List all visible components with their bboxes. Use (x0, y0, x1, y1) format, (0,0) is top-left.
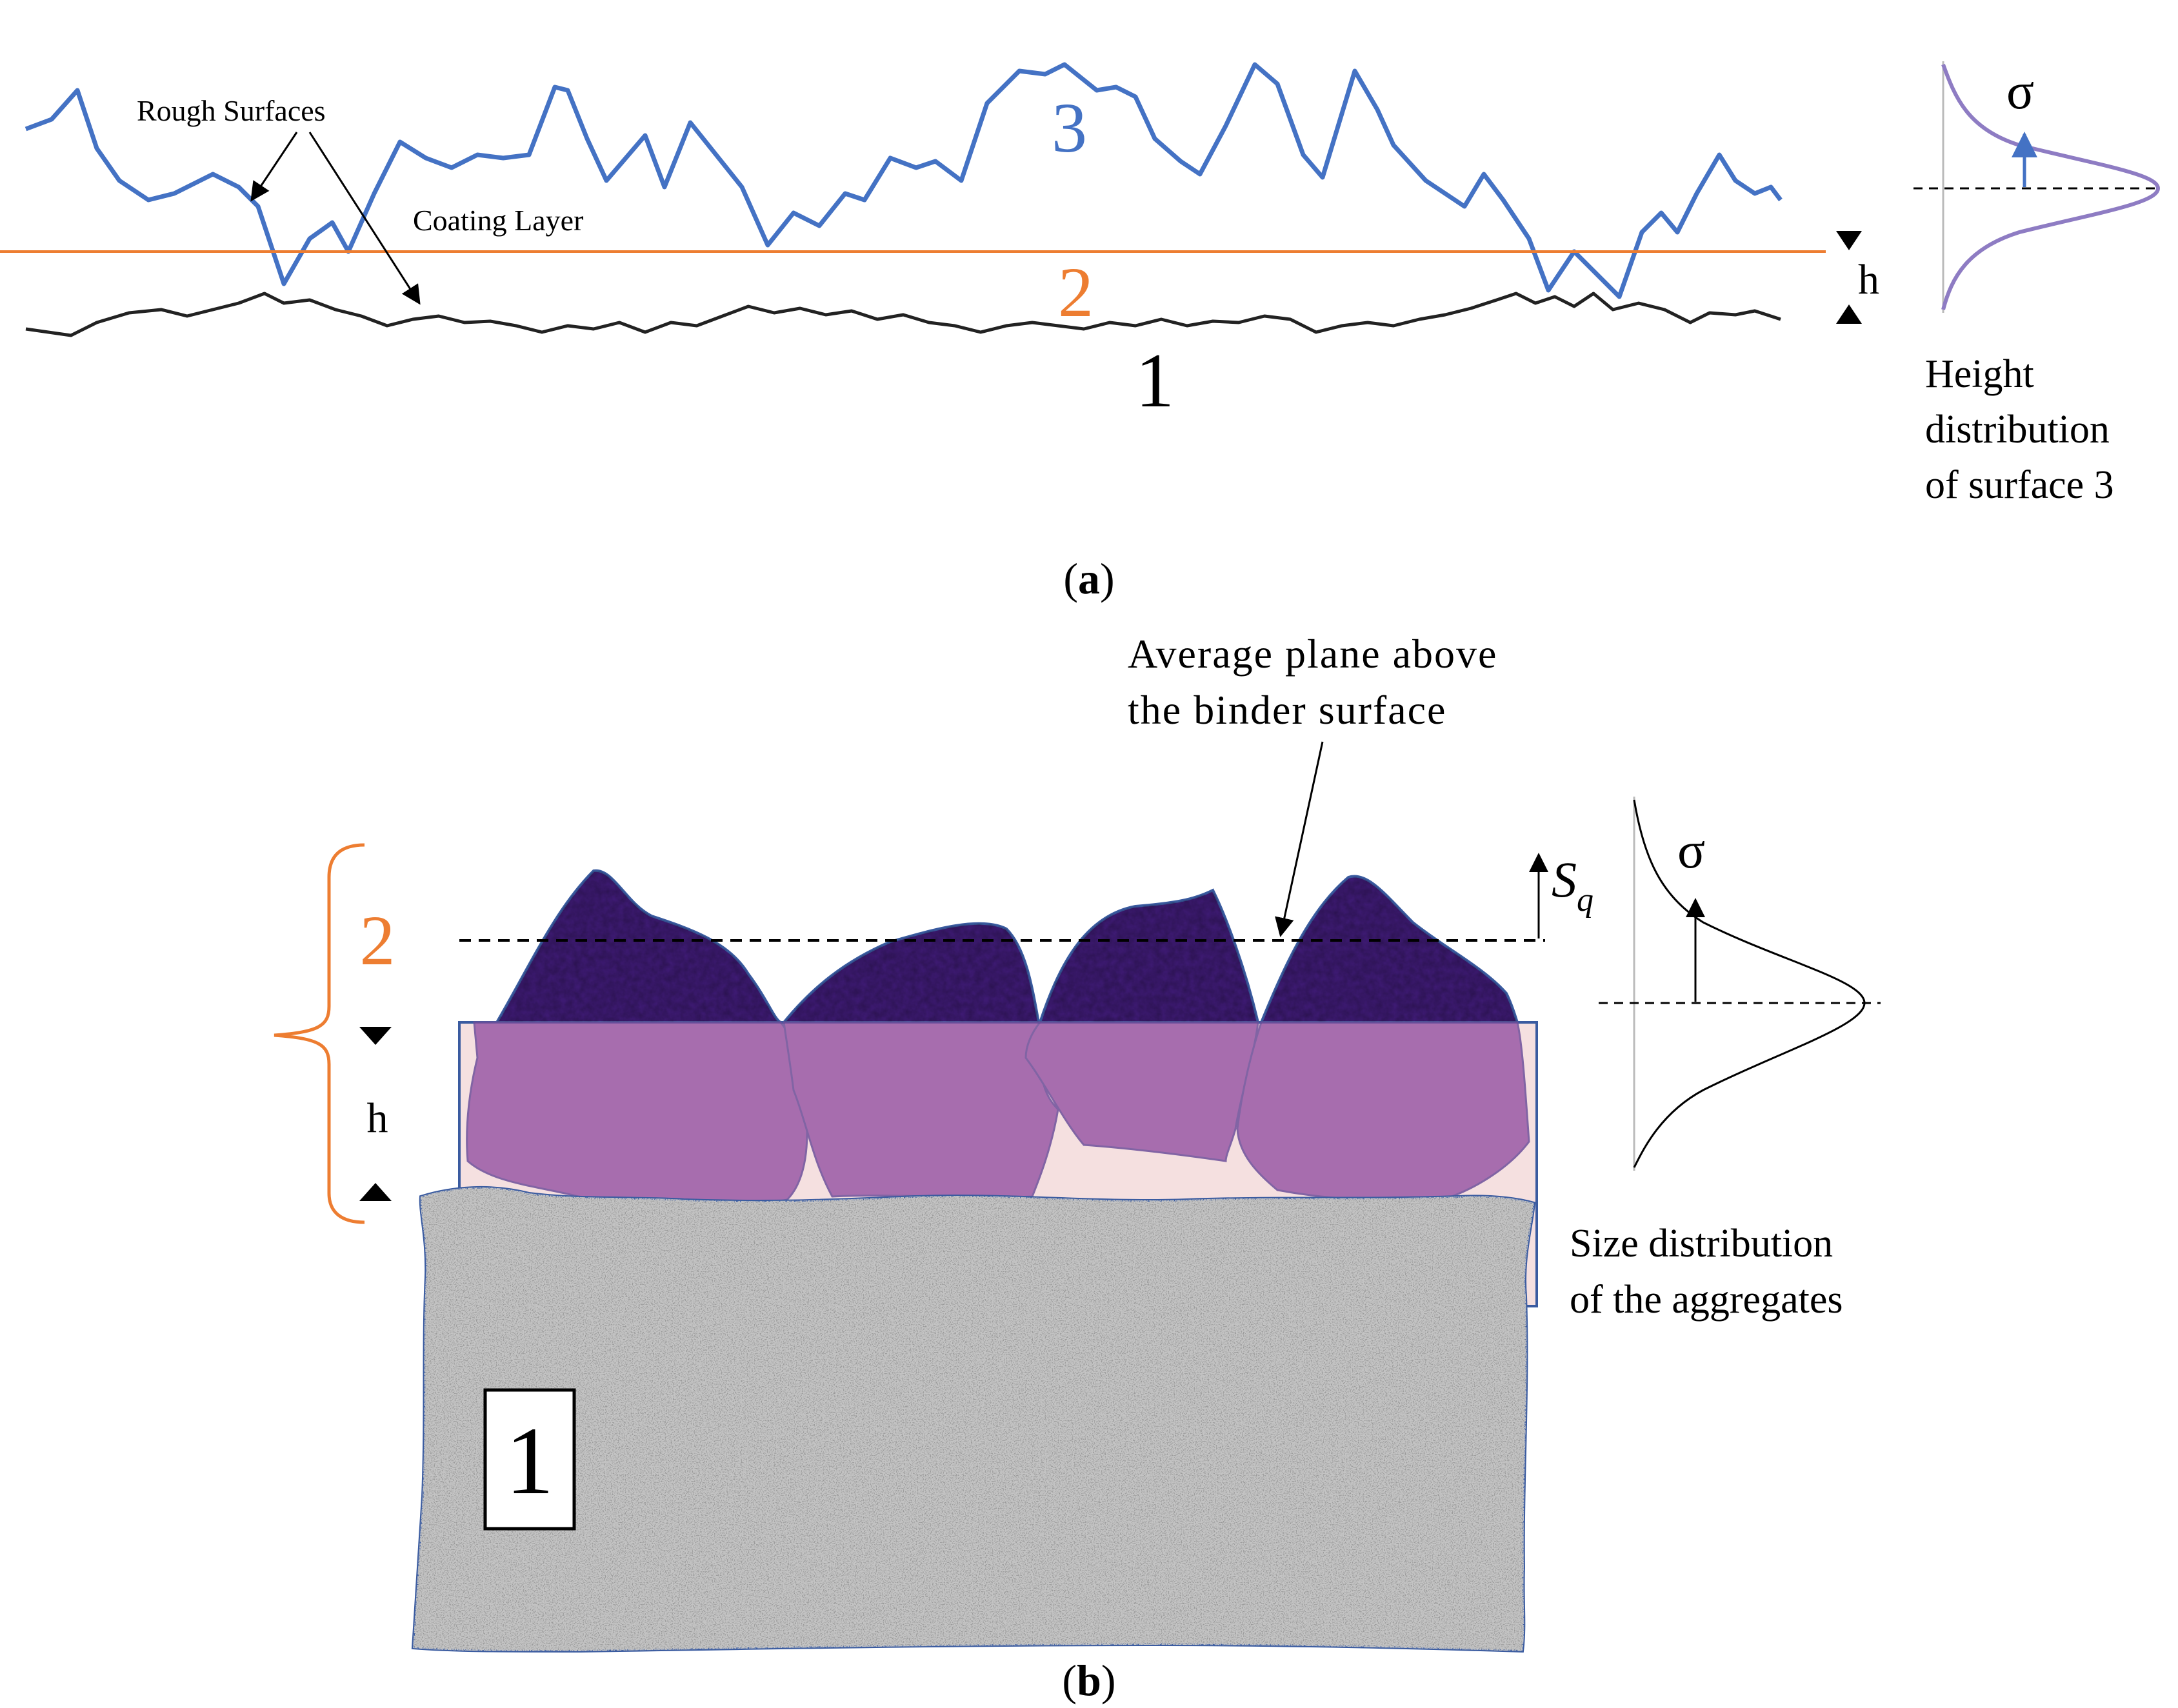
panel-a: Rough Surfaces Coating Layer 3 2 1 h σ H… (0, 61, 2161, 603)
h-bottom-triangle (1836, 304, 1862, 324)
size-caption-line2: of the aggregates (1570, 1278, 1843, 1322)
aggregates-exposed (494, 869, 1519, 1024)
aggregate-texture-2 (784, 923, 1039, 1022)
sigma-label-b: σ (1677, 822, 1705, 879)
surface-3-label: 3 (1052, 88, 1087, 167)
height-caption-line1: Height (1925, 352, 2034, 396)
h-bottom-triangle-b (359, 1183, 392, 1201)
aggregate-2-embedded (783, 1021, 1059, 1198)
size-distribution-curve (1633, 799, 1866, 1168)
substrate-label-box (483, 1388, 576, 1531)
layer-2-brace (274, 843, 365, 1224)
aggregate-texture-3 (1040, 890, 1258, 1022)
surface-2-label: 2 (1058, 253, 1094, 332)
layer-2-label: 2 (360, 901, 395, 980)
coating-layer-label: Coating Layer (413, 204, 583, 237)
surface-3-profile (25, 62, 1783, 299)
aggregates-embedded (466, 1021, 1530, 1211)
rough-surfaces-arrow-to-1 (308, 132, 421, 305)
distribution-curve (1941, 63, 2161, 310)
rough-surfaces-label: Rough Surfaces (137, 94, 326, 127)
h-top-triangle (1836, 231, 1862, 250)
panel-a-caption: (a) (1063, 554, 1114, 603)
aggregate-texture-1 (497, 870, 781, 1022)
h-label-a: h (1858, 256, 1879, 303)
surface-1-profile (25, 292, 1781, 337)
sigma-label-a: σ (2006, 63, 2034, 120)
size-caption-line1: Size distribution (1570, 1222, 1833, 1266)
height-distribution: σ (1913, 61, 2161, 313)
rough-surfaces-arrow-to-3 (250, 132, 298, 202)
substrate-label: 1 (506, 1407, 554, 1514)
panel-b: 1 Average plane above the binder surface… (274, 631, 1881, 1705)
surface-1-label: 1 (1135, 337, 1174, 423)
aggregate-4-embedded (1236, 1021, 1530, 1201)
average-plane-leader (1275, 741, 1324, 937)
aggregate-texture-4 (1261, 876, 1517, 1022)
average-plane-label-line1: Average plane above (1128, 631, 1497, 677)
height-caption-line3: of surface 3 (1925, 463, 2114, 507)
h-top-triangle-b (359, 1027, 392, 1045)
h-label-b: h (367, 1095, 388, 1142)
panel-b-caption: (b) (1062, 1656, 1115, 1705)
sq-label: Sq (1552, 851, 1594, 919)
aggregate-texture (497, 870, 1517, 1022)
aggregate-1-embedded (466, 1021, 808, 1211)
size-distribution: σ (1599, 797, 1881, 1171)
substrate-texture (413, 1187, 1534, 1651)
height-caption-line2: distribution (1925, 408, 2110, 452)
average-plane-label-line2: the binder surface (1128, 687, 1446, 733)
